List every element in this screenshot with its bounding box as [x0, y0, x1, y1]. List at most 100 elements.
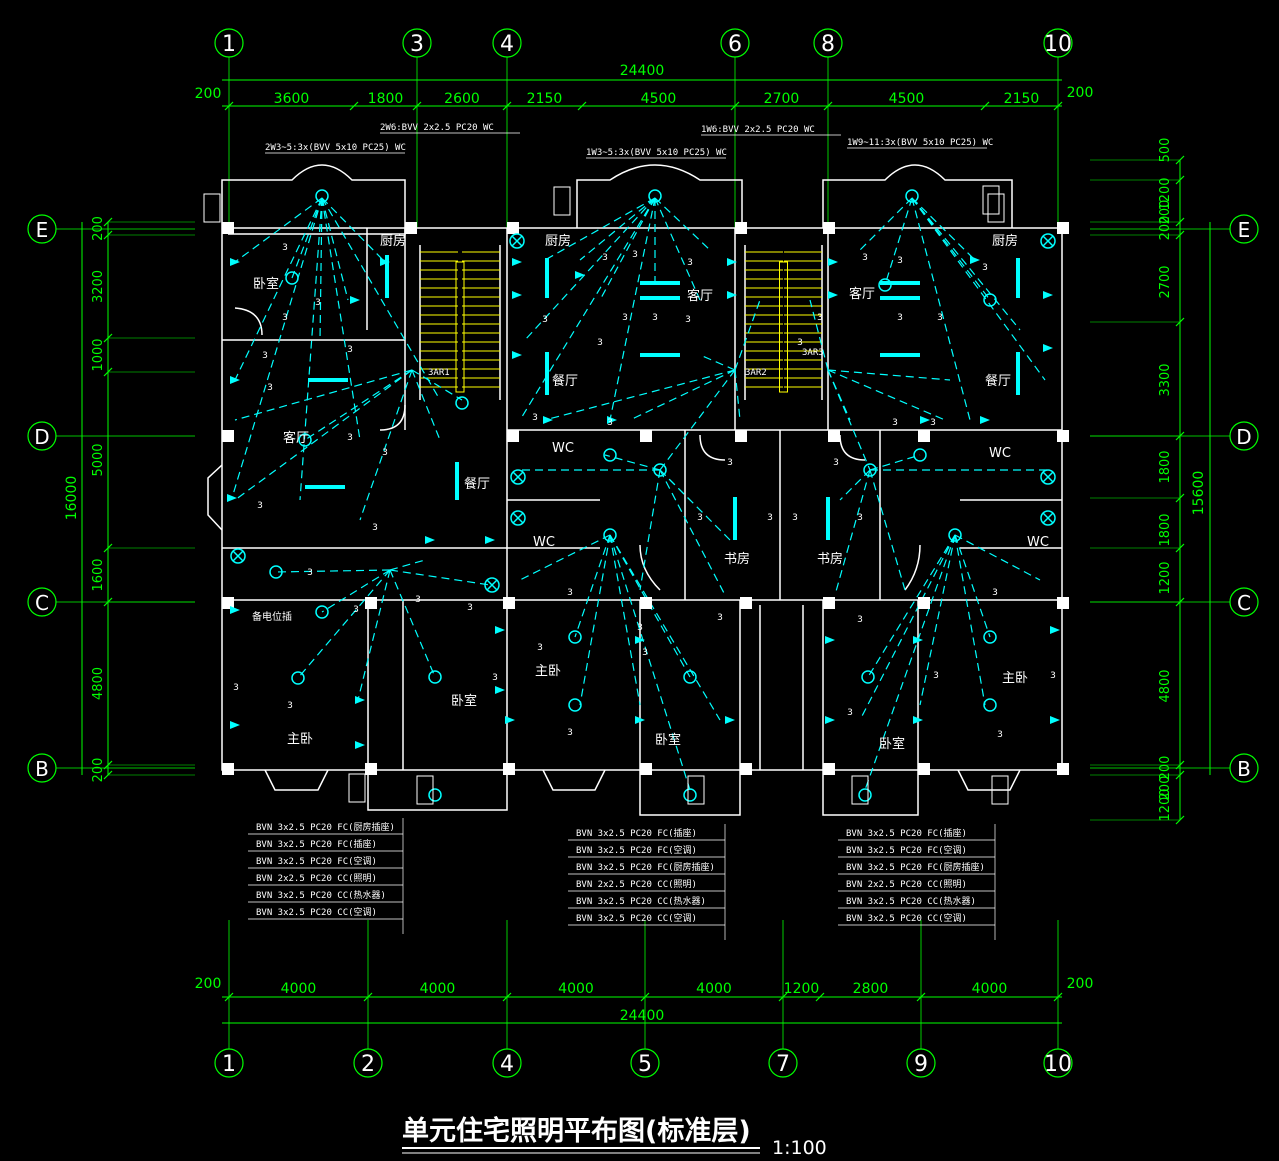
dim-text-bottom-segment: 1200: [784, 981, 820, 997]
wiring-run: [919, 534, 956, 706]
circuit-number: 3: [642, 648, 648, 658]
wall-lamp-cross: [486, 579, 498, 591]
circuit-number: 3: [257, 501, 263, 511]
wiring-run: [699, 354, 736, 371]
circuit-number: 3: [847, 708, 853, 718]
wiring-run: [411, 369, 463, 401]
wiring-run: [389, 569, 436, 678]
room-label-living: 客厅: [849, 286, 875, 302]
wall-lamp-cross: [512, 471, 524, 483]
socket-icon: [970, 256, 980, 264]
axis-label-bottom: 4: [500, 1052, 514, 1077]
window-box: [991, 775, 1009, 805]
dim-text-right-segment: 1200: [1158, 561, 1173, 594]
column: [918, 430, 930, 442]
dim-text-bottom-segment: 4000: [696, 981, 732, 997]
column: [740, 597, 752, 609]
dim-text-top-segment: 1800: [368, 91, 404, 107]
dim-text-bottom-segment: 4000: [972, 981, 1008, 997]
circuit-number: 3: [492, 673, 498, 683]
legend-row: BVN 3x2.5 PC20 FC(插座): [576, 827, 697, 839]
bay-window: [207, 464, 223, 531]
room-label-study: 书房: [817, 551, 843, 567]
door-arc: [639, 544, 661, 591]
dim-text-top-segment: 4500: [889, 91, 925, 107]
dim-text-top-segment: 2700: [764, 91, 800, 107]
room-label-bedroom: 卧室: [655, 732, 681, 748]
balcony-bottom-6: [957, 769, 1021, 791]
wiring-run: [604, 454, 661, 471]
room-label-study: 书房: [724, 551, 750, 567]
socket-icon: [380, 258, 390, 266]
dim-tick: [980, 101, 990, 111]
ceiling-light-icon: [948, 528, 962, 542]
socket-icon: [828, 291, 838, 299]
ceiling-light-icon: [603, 528, 617, 542]
legend-row: BVN 2x2.5 PC20 CC(照明): [846, 879, 967, 890]
circuit-number: 3: [652, 313, 658, 323]
column: [365, 597, 377, 609]
balcony-bottom-4: [639, 770, 741, 816]
dim-tick: [502, 992, 512, 1002]
balcony-bottom-2: [367, 770, 508, 811]
wiring-run: [599, 197, 656, 301]
ceiling-light-icon: [315, 189, 329, 203]
door-arc: [904, 544, 921, 591]
wiring-run: [574, 534, 611, 638]
legend-row: BVN 3x2.5 PC20 CC(空调): [256, 906, 377, 918]
circuit-number: 3: [415, 595, 421, 605]
axis-label-bottom: 1: [222, 1052, 236, 1077]
legend-row: BVN 3x2.5 PC20 FC(空调): [846, 844, 967, 856]
circuit-number: 3: [767, 513, 773, 523]
wiring-run: [911, 197, 1046, 381]
dim-text-left-segment: 200: [91, 216, 106, 241]
axis-label-top: 4: [500, 32, 514, 57]
dim-text-right-segment: 1200: [1158, 788, 1173, 821]
stair-handrail: [455, 261, 465, 393]
dim-text-top-edge-left: 200: [195, 86, 222, 102]
socket-icon: [495, 626, 505, 634]
socket-icon: [512, 291, 522, 299]
socket-icon: [512, 258, 522, 266]
balcony-bottom-5: [822, 770, 919, 816]
socket-icon: [980, 416, 990, 424]
ceiling-light-icon: [428, 670, 442, 684]
column: [1057, 222, 1069, 234]
circuit-number: 3: [372, 523, 378, 533]
room-label-bedroom: 卧室: [253, 276, 279, 292]
axis-label-top: 8: [821, 32, 835, 57]
wiring-run: [321, 569, 391, 613]
column: [405, 222, 417, 234]
wiring-run: [639, 469, 661, 591]
circuit-number: 3: [892, 418, 898, 428]
wall-lamp-icon: [509, 233, 525, 249]
socket-icon: [635, 636, 645, 644]
dim-tick: [502, 101, 512, 111]
circuit-number: 3: [687, 258, 693, 268]
feeder-label: 2W6:BVV 2x2.5 PC20 WC: [380, 123, 494, 133]
ceiling-light-icon: [683, 788, 697, 802]
axis-label-bottom: 5: [638, 1052, 652, 1077]
axis-label-bottom: 7: [776, 1052, 790, 1077]
wiring-run: [234, 197, 323, 381]
wiring-run: [609, 534, 691, 791]
dim-tick: [224, 101, 234, 111]
wiring-run: [884, 197, 913, 286]
wiring-run: [579, 534, 611, 706]
dim-tick: [412, 101, 422, 111]
wall-lamp-cross: [1042, 235, 1054, 247]
door-arc: [379, 404, 406, 431]
wiring-run: [834, 469, 871, 596]
window-box: [987, 193, 1005, 223]
wall-lamp-cross: [511, 235, 523, 247]
room-label-living: 客厅: [687, 288, 713, 304]
room-label-dining: 餐厅: [552, 373, 578, 389]
dim-text-right-segment: 2700: [1158, 265, 1173, 298]
circuit-number: 3: [862, 253, 868, 263]
socket-icon: [230, 721, 240, 729]
column: [222, 763, 234, 775]
wall-lamp-cross: [512, 512, 524, 524]
dim-text-top-segment: 4500: [641, 91, 677, 107]
circuit-number: 3: [347, 345, 353, 355]
